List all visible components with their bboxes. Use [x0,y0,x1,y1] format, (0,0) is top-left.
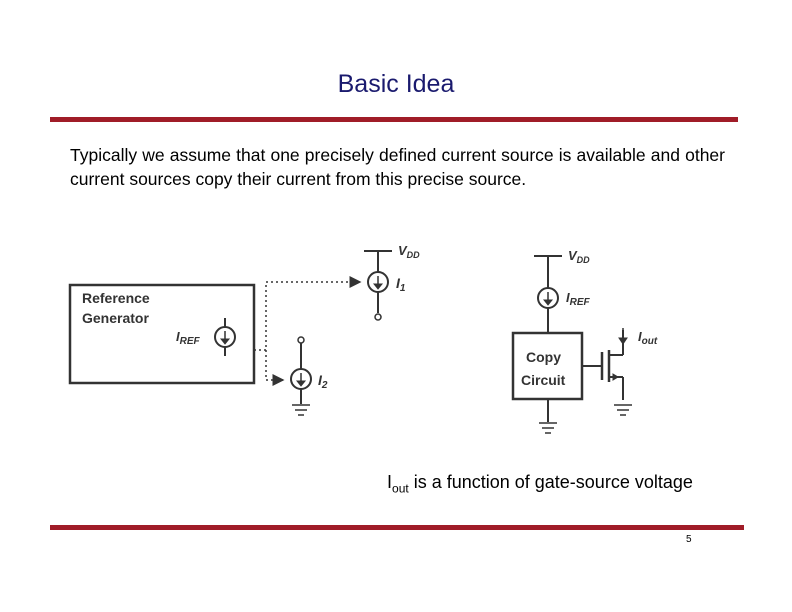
top-divider [50,117,738,122]
left-vdd-label: VDD [398,243,420,260]
bottom-divider [50,525,744,530]
copy-label-line2: Circuit [521,372,566,388]
left-iref-label: IREF [176,329,201,347]
reference-label-line2: Generator [82,310,149,326]
page-number: 5 [686,534,692,545]
iout-label: Iout [638,329,658,347]
right-iref-label: IREF [566,290,591,308]
left-circuit [68,250,392,416]
iout-caption: Iout is a function of gate-source voltag… [387,472,693,496]
reference-label-line1: Reference [82,290,150,306]
body-paragraph: Typically we assume that one precisely d… [70,145,725,189]
reference-generator-box [68,283,256,385]
i1-label: I1 [396,275,406,294]
right-circuit [511,255,632,434]
dotted-link-i2 [265,350,285,386]
copy-label-line1: Copy [526,349,561,365]
slide-title: Basic Idea [337,70,455,98]
copy-circuit-box [511,331,584,401]
dotted-link-i1 [254,276,362,351]
i1-terminal [374,313,382,321]
right-vdd-label: VDD [568,248,590,265]
i2-terminal [297,336,305,344]
i2-label: I2 [318,372,328,391]
